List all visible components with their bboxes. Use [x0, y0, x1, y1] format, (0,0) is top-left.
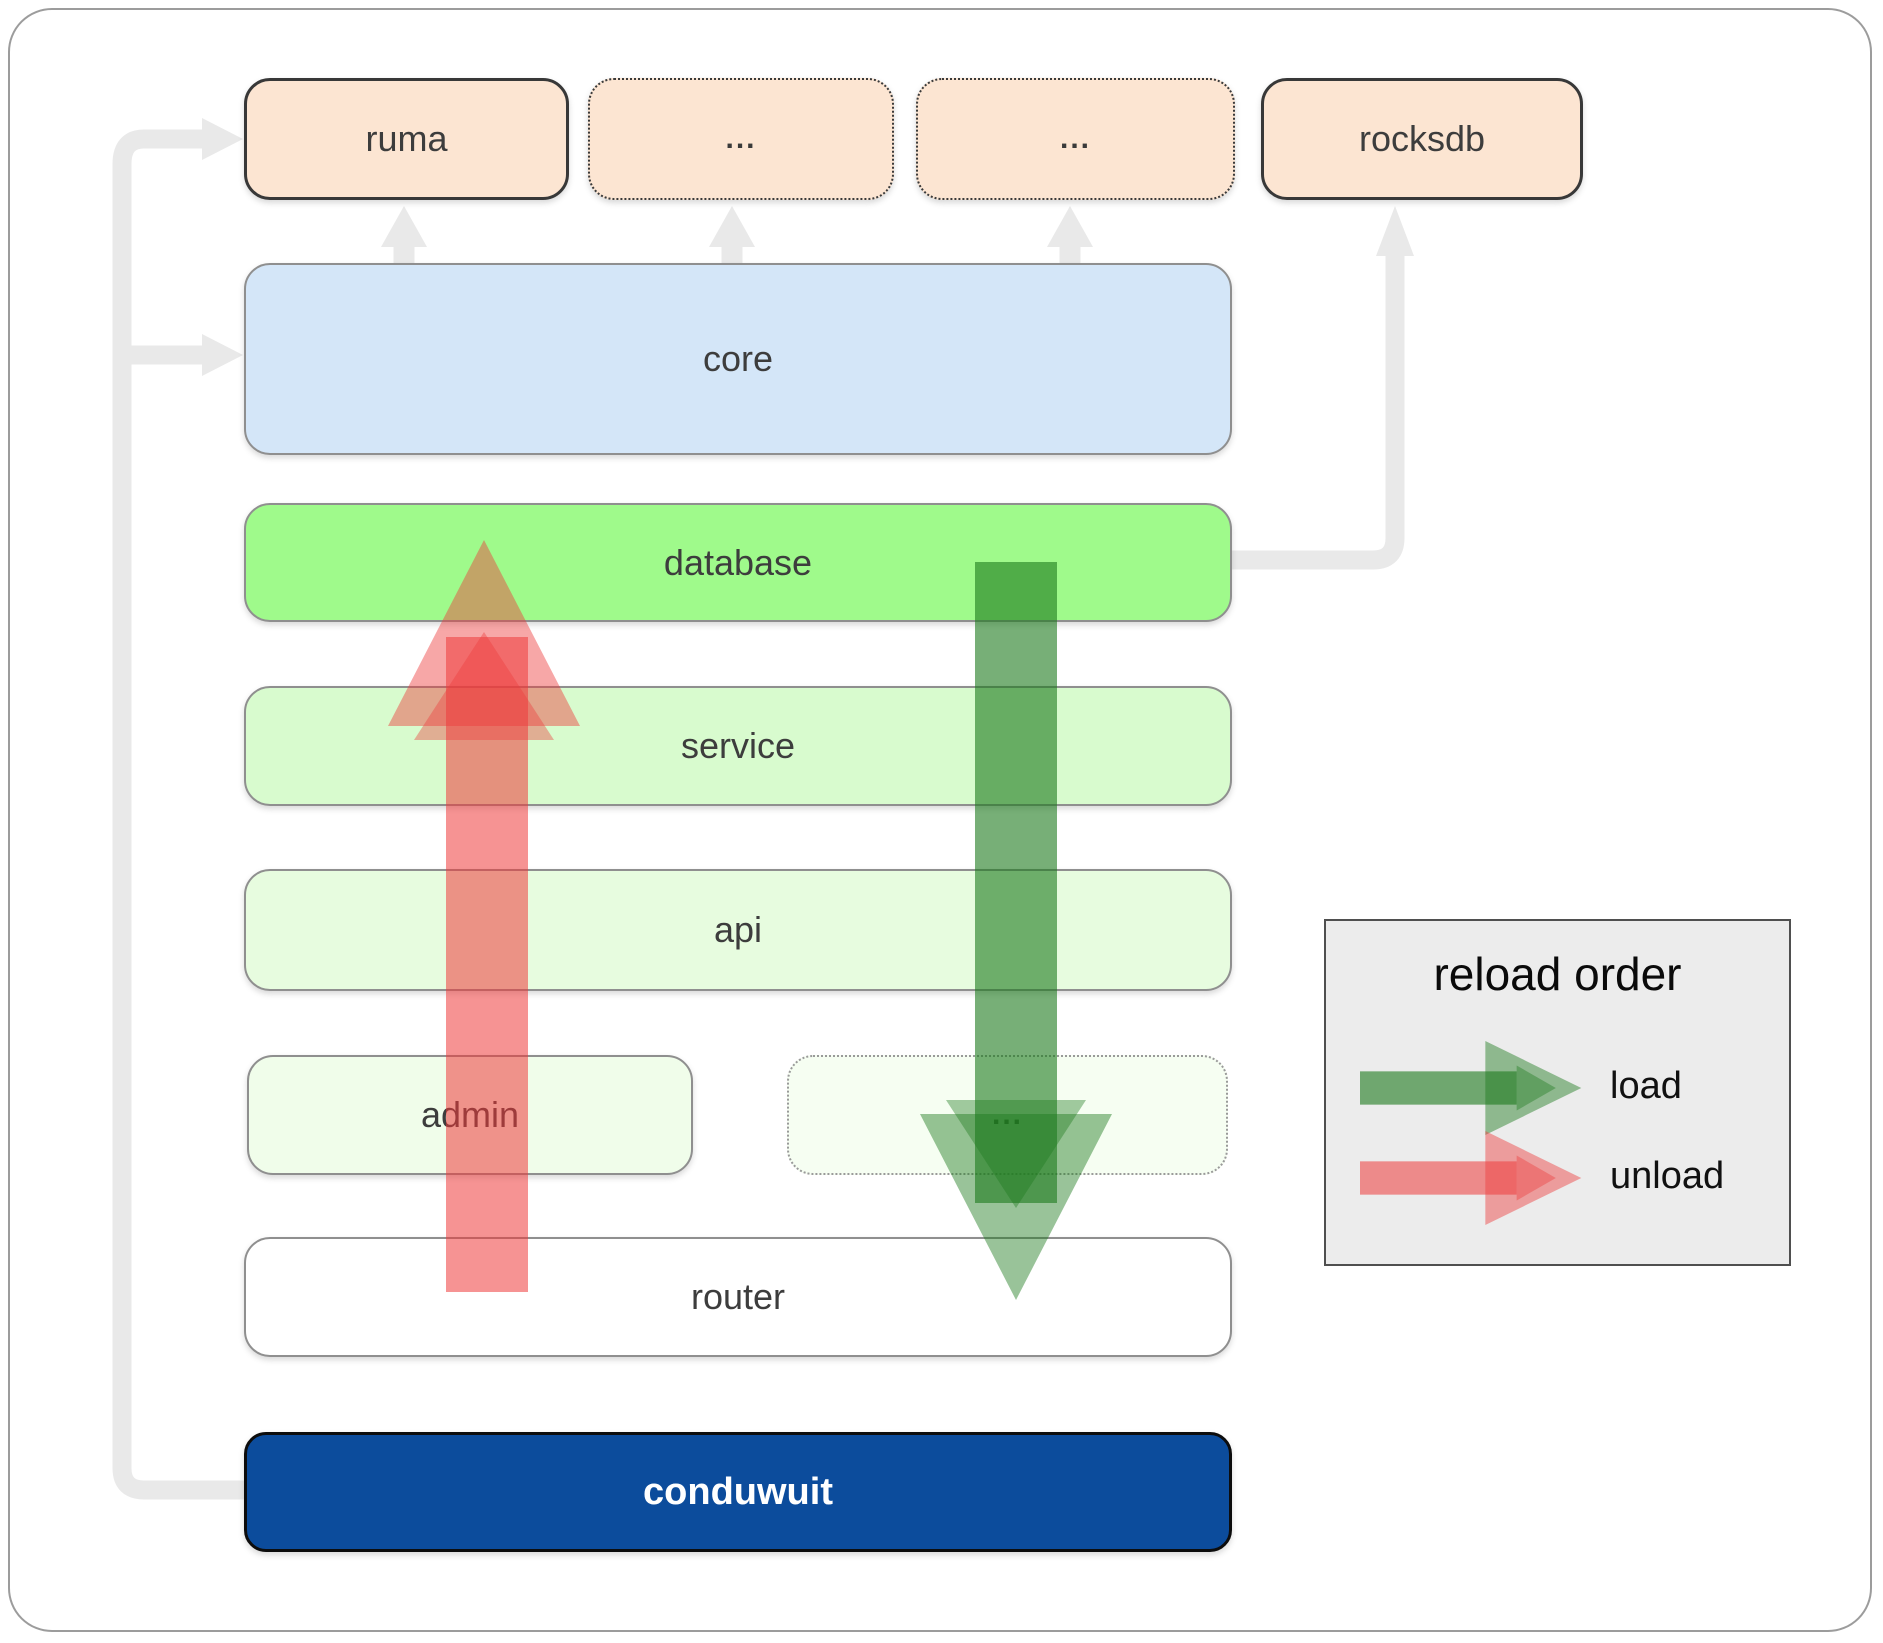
- node-label: api: [713, 909, 763, 950]
- node-label: router: [690, 1276, 786, 1317]
- legend-panel: reload order load unload: [1324, 919, 1791, 1266]
- node-router: router: [244, 1237, 1232, 1357]
- legend-load-arrow-icon: [1360, 1041, 1582, 1135]
- node-label: database: [663, 541, 813, 583]
- node-label: ...: [725, 122, 757, 155]
- legend-unload-arrow-icon: [1360, 1131, 1582, 1225]
- node-ellipsis-3: ...: [787, 1055, 1228, 1175]
- node-database: database: [244, 503, 1232, 622]
- node-service: service: [244, 686, 1232, 806]
- legend-label-unload: unload: [1610, 1155, 1725, 1197]
- node-label: conduwuit: [643, 1471, 833, 1513]
- node-conduwuit: conduwuit: [244, 1432, 1232, 1552]
- node-admin: admin: [247, 1055, 693, 1175]
- node-api: api: [244, 869, 1232, 991]
- node-label: ruma: [365, 118, 448, 159]
- node-label: core: [702, 338, 774, 379]
- legend-title: reload order: [1433, 948, 1682, 1000]
- node-rocksdb: rocksdb: [1261, 78, 1583, 200]
- node-ellipsis-2: ...: [916, 78, 1235, 200]
- node-label: service: [680, 725, 796, 766]
- legend-label-load: load: [1610, 1065, 1682, 1107]
- node-label: ...: [1059, 122, 1091, 155]
- node-ellipsis-1: ...: [588, 78, 894, 200]
- diagram-outer-frame: [8, 8, 1872, 1632]
- node-core: core: [244, 263, 1232, 455]
- node-label: rocksdb: [1358, 118, 1486, 159]
- node-label: admin: [420, 1094, 520, 1135]
- node-ruma: ruma: [244, 78, 569, 200]
- node-label: ...: [991, 1098, 1023, 1131]
